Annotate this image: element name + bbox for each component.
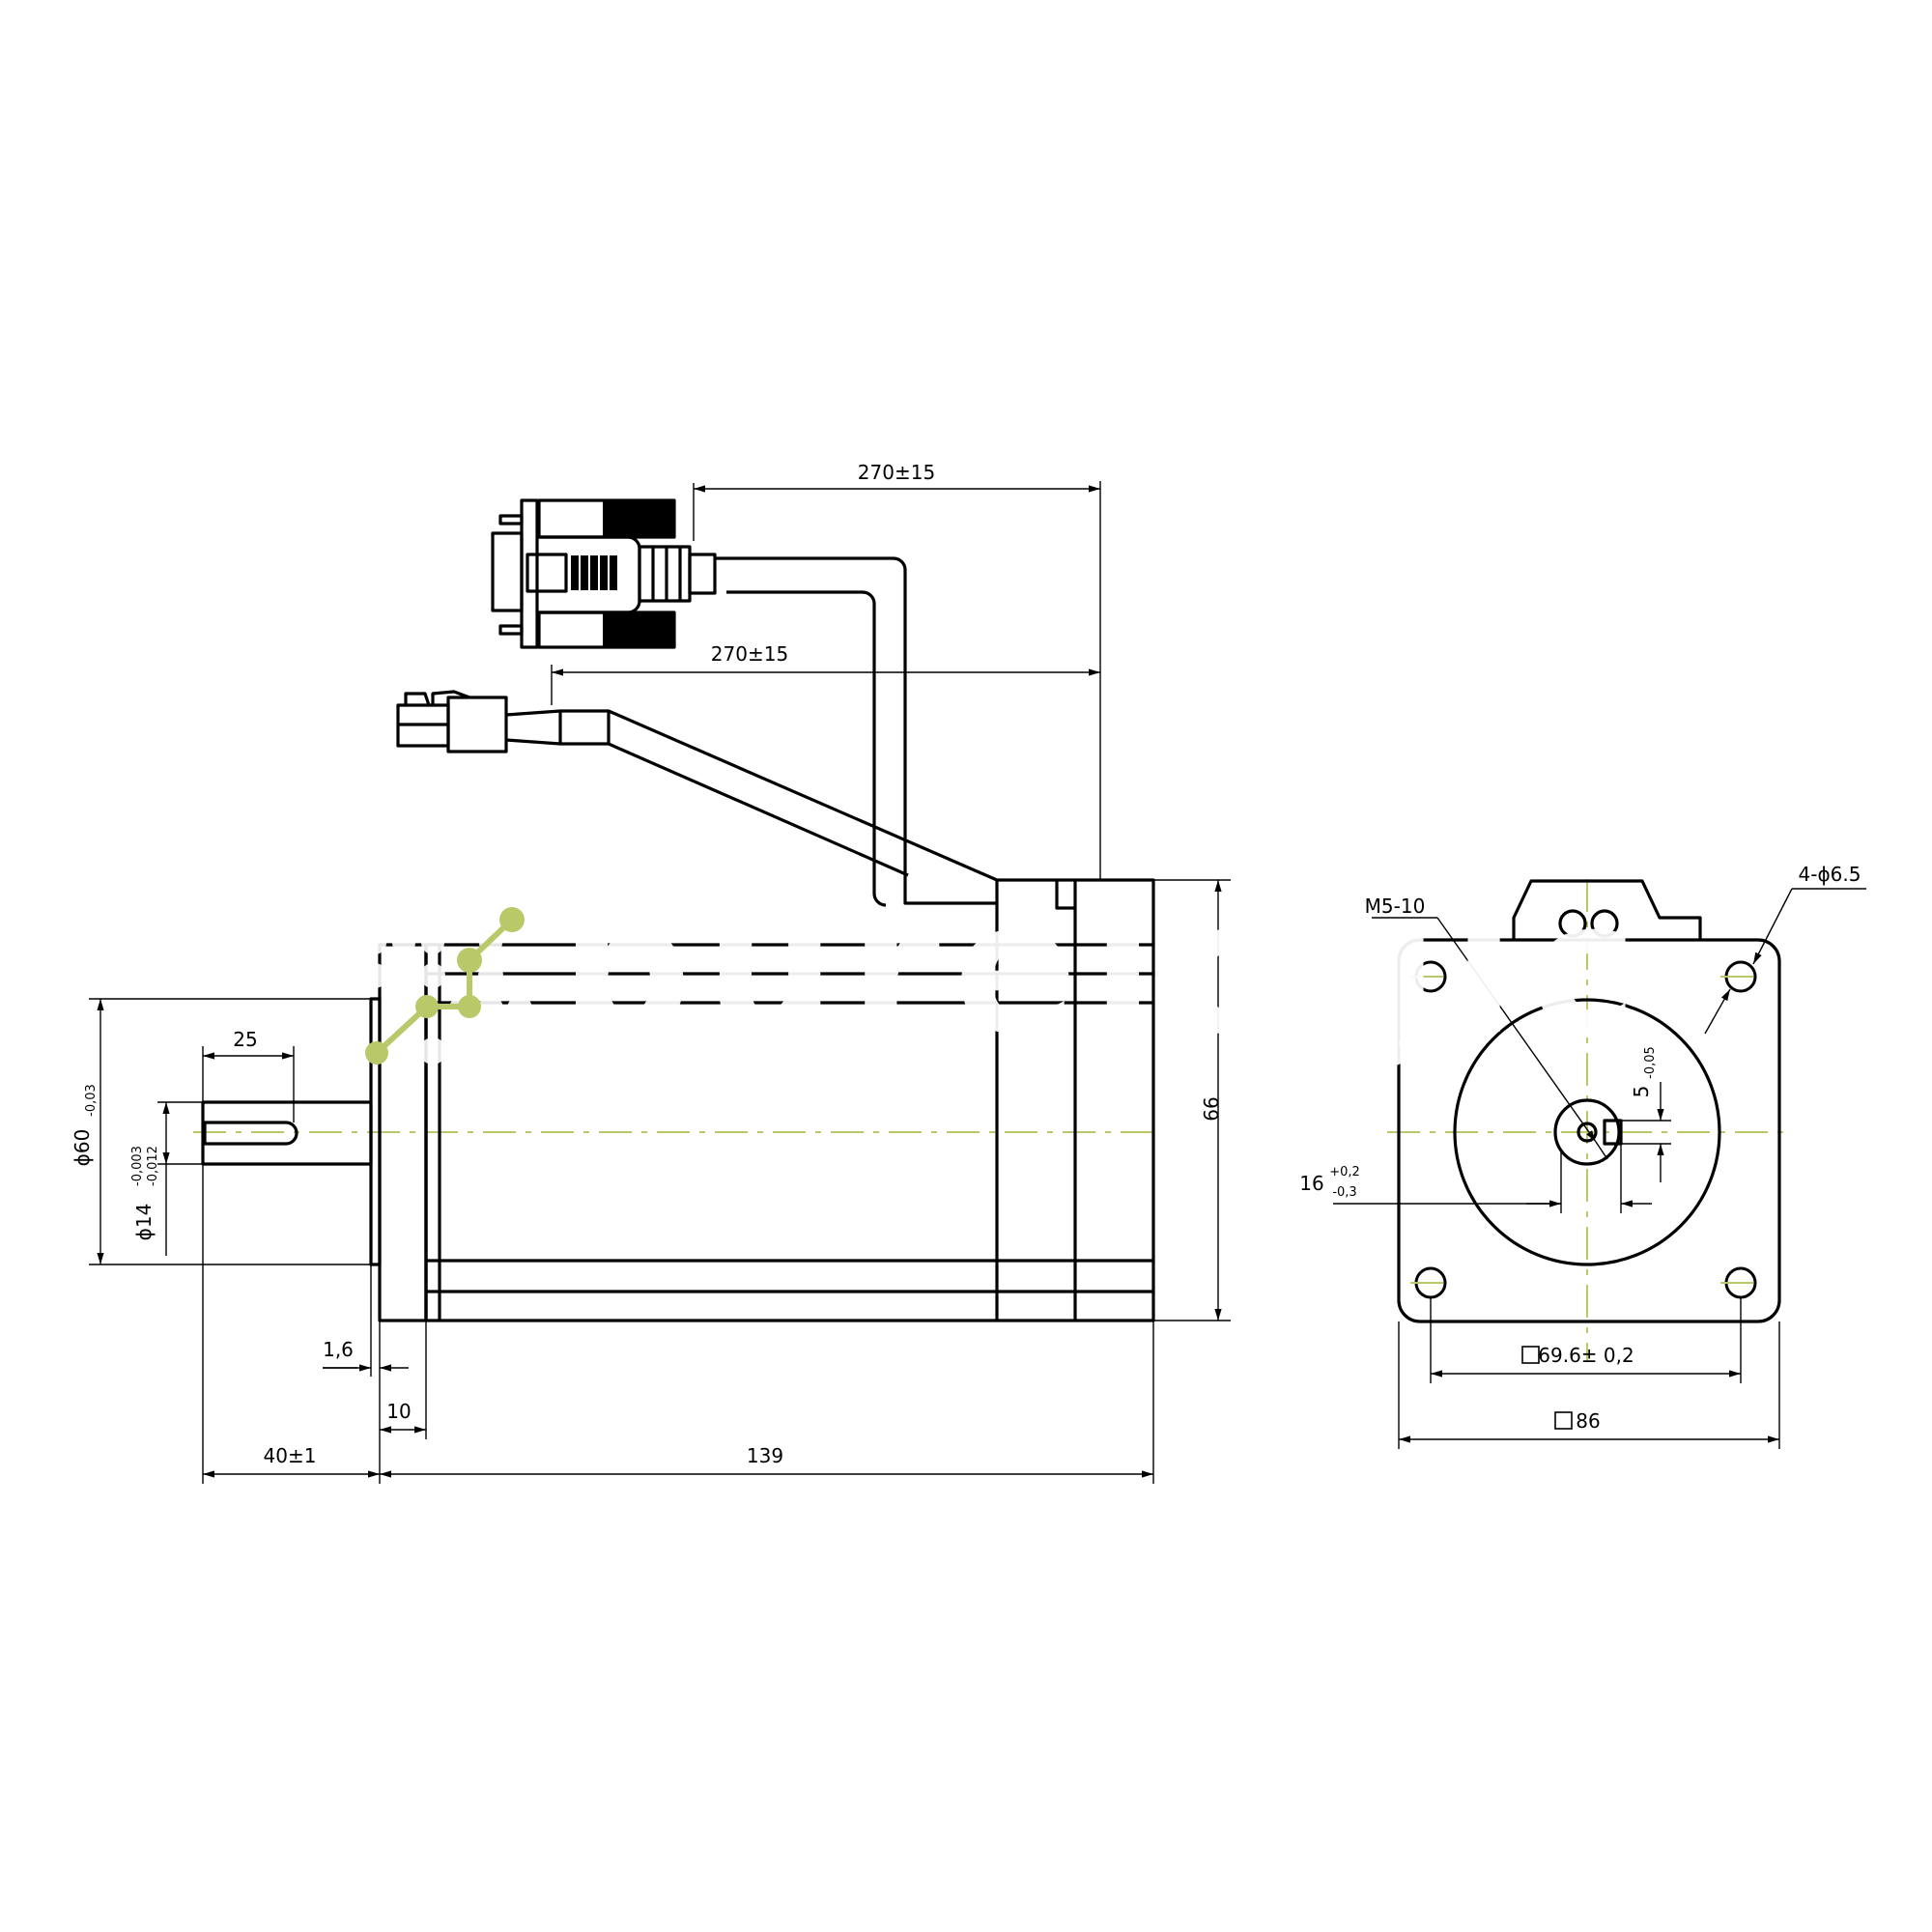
- dim-flange-thickness: 10: [386, 1400, 411, 1423]
- watermark-brand: purelogic: [560, 862, 1651, 1075]
- watermark: purelogic research & development: [362, 862, 1651, 1075]
- encoder-cable: [715, 556, 997, 905]
- side-view: 270±15 270±15 25 ϕ60 -0,03 ϕ14 -0,003 -0…: [71, 461, 1231, 1484]
- motor-body: [424, 943, 1155, 1322]
- dim-shaft-length: 40±1: [264, 1444, 317, 1467]
- square-symbol-1: [1521, 1346, 1540, 1364]
- encoder-connector: [491, 498, 717, 649]
- dim-body-height: 99: [1199, 1096, 1222, 1121]
- front-shaft: [1553, 1098, 1621, 1166]
- dim-shaft-key-tol-upper: +0,2: [1329, 1165, 1360, 1179]
- pilot-circle: [1453, 998, 1721, 1266]
- dim-mounting-holes: 4-ϕ6.5: [1799, 863, 1861, 886]
- dim-pilot-diameter: ϕ60: [71, 1129, 94, 1167]
- front-view: M5-10 4-ϕ6.5 5 -0,05 16 +0,2 -0,3 69.6± …: [1299, 863, 1866, 1449]
- dim-key-length: 25: [233, 1028, 257, 1051]
- dim-shaft-tol-lower: -0,012: [146, 1146, 160, 1186]
- dim-key-width: 5: [1630, 1086, 1653, 1098]
- dim-pilot-tol: -0,03: [84, 1084, 99, 1117]
- shaft: [201, 1100, 373, 1166]
- dim-key-width-tol: -0,05: [1643, 1046, 1658, 1079]
- dim-flange-size: 86: [1576, 1409, 1600, 1433]
- dim-shaft-diameter: ϕ14: [132, 1204, 156, 1241]
- power-cable: [608, 709, 998, 882]
- connector-housing: [1512, 879, 1702, 940]
- shaft-key: [203, 1121, 298, 1146]
- watermark-tagline: research & development: [607, 1026, 1430, 1075]
- dim-tapped-hole: M5-10: [1365, 895, 1426, 918]
- dim-hole-spacing: 69.6± 0,2: [1538, 1344, 1634, 1367]
- dim-cable-encoder: 270±15: [858, 461, 935, 484]
- dim-shaft-tol-upper: -0,003: [130, 1146, 145, 1186]
- square-symbol-2: [1554, 1411, 1573, 1430]
- dim-body-length: 139: [747, 1444, 783, 1467]
- dim-shaft-key-height: 16: [1299, 1172, 1323, 1195]
- logo-mark: [362, 900, 533, 1065]
- front-flange: [1397, 938, 1781, 1323]
- dim-shaft-key-tol-lower: -0,3: [1332, 1185, 1356, 1200]
- power-connector: [396, 690, 508, 753]
- dim-cable-power: 270±15: [711, 642, 788, 666]
- dim-flange-step: 1,6: [323, 1338, 354, 1361]
